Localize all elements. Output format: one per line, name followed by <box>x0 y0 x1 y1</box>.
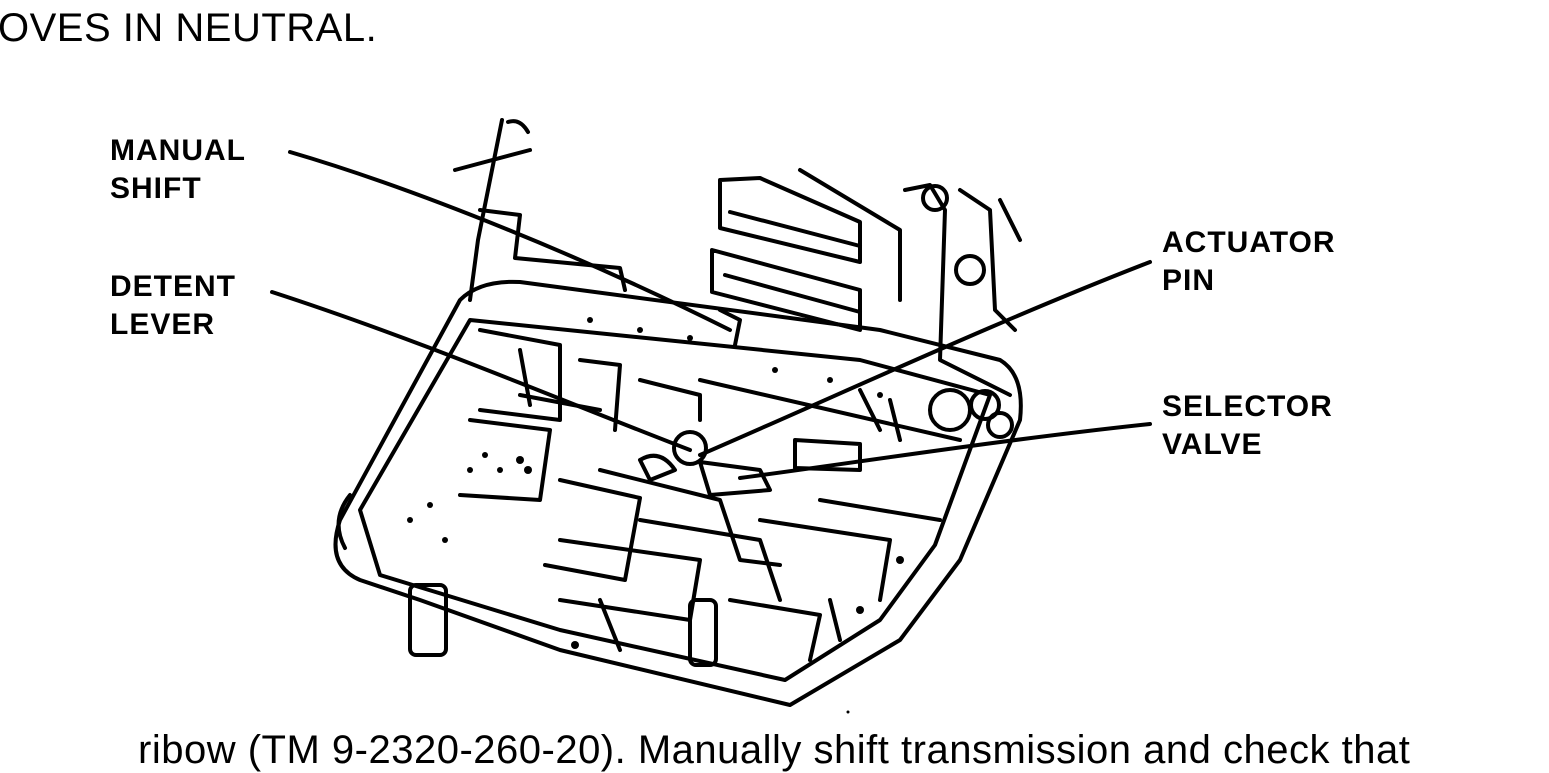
leader-actuator-pin <box>698 260 1152 457</box>
label-detent-lever: DETENT LEVER <box>110 270 236 341</box>
housing-outline <box>333 279 1023 707</box>
leader-selector-valve <box>738 422 1152 480</box>
leader-manual-shift <box>288 150 732 332</box>
body-text-bottom: ribow (TM 9-2320-260-20). Manually shift… <box>138 728 1411 772</box>
label-actuator-pin: ACTUATOR PIN <box>1162 226 1336 297</box>
leader-detent-lever <box>270 290 692 452</box>
label-manual-shift: MANUAL SHIFT <box>110 134 246 205</box>
body-text-top: OVES IN NEUTRAL. <box>0 6 378 50</box>
label-selector-valve: SELECTOR VALVE <box>1162 390 1333 461</box>
